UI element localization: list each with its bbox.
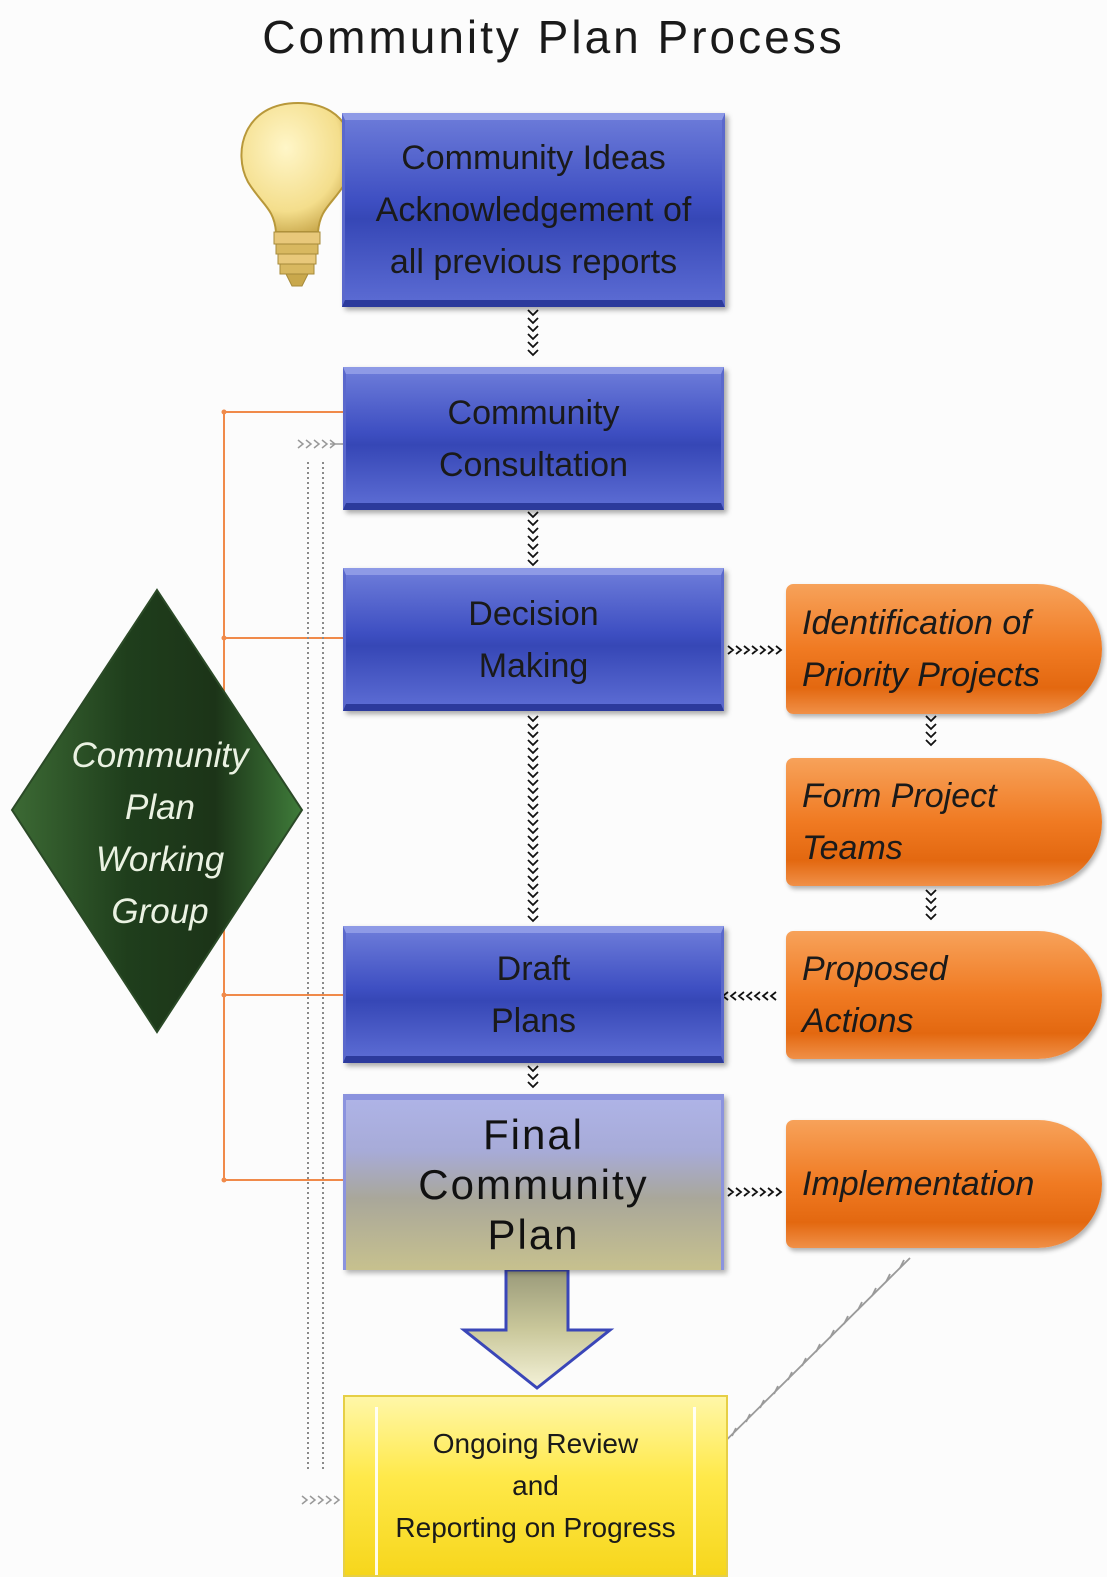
- box-line: and: [512, 1470, 559, 1501]
- box-line: Reporting on Progress: [395, 1512, 676, 1543]
- draft-plans-box: Draft Plans: [343, 926, 724, 1063]
- box-line: Consultation: [438, 445, 628, 484]
- box-line: Community Ideas: [401, 139, 666, 177]
- box-line: Final: [482, 1111, 585, 1158]
- box-line: Decision: [468, 594, 599, 633]
- proposed-actions-box: Proposed Actions: [786, 931, 1102, 1059]
- box-accent-bar: [693, 1407, 696, 1575]
- page-title: Community Plan Process: [262, 11, 845, 63]
- box-line: Acknowledgement of: [375, 191, 692, 229]
- final-community-plan-box: Final Community Plan: [343, 1094, 724, 1270]
- box-line: all previous reports: [389, 243, 678, 281]
- box-line: Ongoing Review: [432, 1428, 639, 1459]
- box-line: Actions: [802, 1002, 914, 1040]
- diamond-line: Working: [95, 840, 225, 879]
- box-line: Implementation: [802, 1165, 1035, 1203]
- community-consultation-box: Community Consultation: [343, 367, 724, 510]
- working-group-diamond: [10, 588, 304, 1034]
- box-line: Form Project: [802, 777, 997, 815]
- priority-projects-box: Identification of Priority Projects: [786, 584, 1102, 714]
- box-line: Making: [478, 646, 589, 685]
- working-group-label: Community Plan Working Group: [40, 730, 280, 938]
- diamond-line: Community: [71, 736, 249, 775]
- feedback-loop-lines: [307, 462, 324, 1472]
- diamond-line: Plan: [124, 788, 196, 827]
- lightbulb-icon: [240, 101, 354, 287]
- community-ideas-box: Community Ideas Acknowledgement of all p…: [342, 113, 725, 307]
- box-line: Priority Projects: [802, 656, 1041, 694]
- decision-making-box: Decision Making: [343, 568, 724, 711]
- box-accent-bar: [375, 1407, 378, 1575]
- ongoing-review-box: Ongoing Review and Reporting on Progress: [343, 1395, 728, 1577]
- box-line: Identification of: [802, 604, 1031, 642]
- box-line: Community: [418, 1161, 649, 1208]
- form-project-teams-box: Form Project Teams: [786, 758, 1102, 886]
- down-arrow-icon: [459, 1268, 615, 1390]
- diamond-line: Group: [111, 892, 209, 931]
- box-line: Proposed: [802, 950, 948, 988]
- box-line: Plans: [490, 1001, 577, 1040]
- implementation-box: Implementation: [786, 1120, 1102, 1248]
- box-line: Teams: [802, 829, 903, 867]
- box-line: Community: [447, 393, 620, 432]
- box-line: Plan: [487, 1211, 580, 1258]
- box-line: Draft: [496, 949, 571, 988]
